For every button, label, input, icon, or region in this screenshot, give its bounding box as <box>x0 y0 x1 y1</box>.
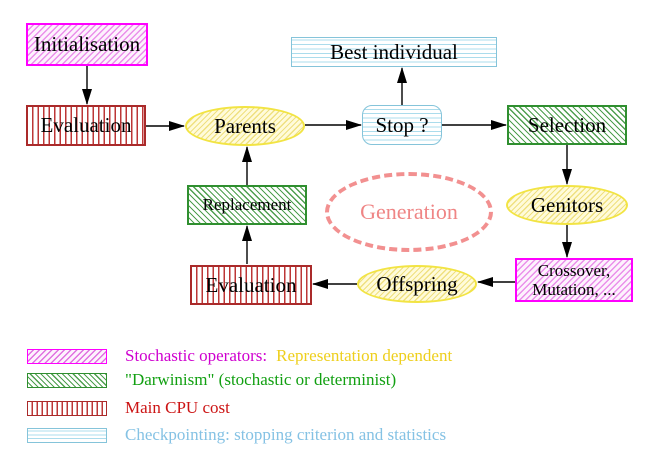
legend-row-checkpointing: Checkpointing: stopping criterion and st… <box>27 425 446 445</box>
crossover-line1: Crossover, <box>537 261 611 280</box>
node-genitors: Genitors <box>506 185 628 225</box>
node-stop: Stop ? <box>362 105 442 145</box>
red-stripes-swatch <box>27 400 107 416</box>
legend-stochastic-label: Stochastic operators: <box>125 346 268 365</box>
legend-representation-label: Representation dependent <box>276 346 453 365</box>
node-parents: Parents <box>185 106 305 146</box>
node-evaluation-bottom-label: Evaluation <box>205 272 297 297</box>
cyan-stripes-swatch <box>27 427 107 443</box>
node-stop-label: Stop ? <box>375 112 429 137</box>
legend-row-cpu-cost: Main CPU cost <box>27 398 230 418</box>
node-replacement-label: Replacement <box>202 195 292 215</box>
node-generation: Generation <box>325 172 493 252</box>
node-replacement: Replacement <box>187 185 307 225</box>
node-genitors-label: Genitors <box>530 192 604 217</box>
node-crossover-mutation: Crossover, Mutation, ... <box>515 258 633 302</box>
legend-row-darwinism: "Darwinism" (stochastic or determinist) <box>27 370 396 390</box>
node-best-individual-label: Best individual <box>330 39 458 64</box>
legend-cpu-cost-label: Main CPU cost <box>125 398 230 417</box>
node-offspring-label: Offspring <box>376 271 458 296</box>
node-selection: Selection <box>507 105 627 145</box>
crossover-line2: Mutation, ... <box>532 280 616 299</box>
node-evaluation-top: Evaluation <box>26 105 146 146</box>
node-initialisation: Initialisation <box>26 23 148 66</box>
node-generation-label: Generation <box>360 199 458 225</box>
node-initialisation-label: Initialisation <box>33 32 141 57</box>
legend-row-stochastic-operators: Stochastic operators: Representation dep… <box>27 346 452 366</box>
legend-checkpointing-label: Checkpointing: stopping criterion and st… <box>125 425 447 444</box>
legend-darwinism-label: "Darwinism" (stochastic or determinist) <box>125 370 397 389</box>
node-selection-label: Selection <box>527 112 607 137</box>
green-hatch-swatch <box>27 372 107 388</box>
node-offspring: Offspring <box>357 265 477 303</box>
magenta-hatch-swatch <box>27 348 107 364</box>
node-parents-label: Parents <box>214 113 276 138</box>
node-evaluation-top-label: Evaluation <box>40 113 132 138</box>
node-crossover-mutation-label: Crossover, Mutation, ... <box>532 261 616 299</box>
node-evaluation-bottom: Evaluation <box>190 265 312 305</box>
node-best-individual: Best individual <box>291 37 497 67</box>
